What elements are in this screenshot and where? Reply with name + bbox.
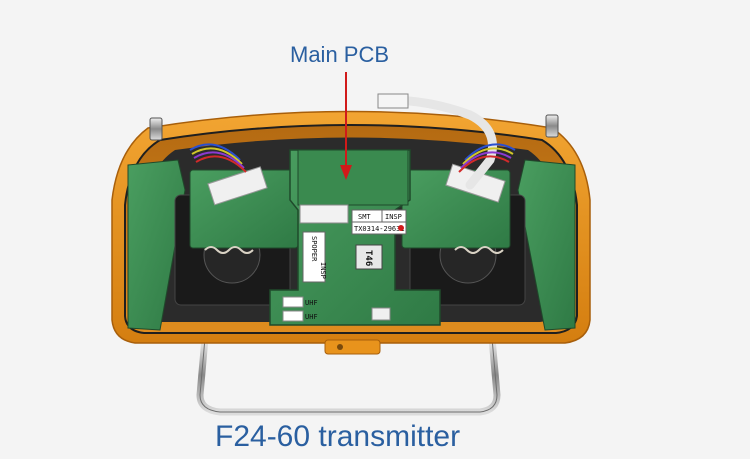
insp-text: INSP bbox=[385, 213, 402, 221]
insp-vertical-text: INSP bbox=[319, 262, 327, 279]
left-side-pcb bbox=[127, 159, 186, 331]
pointer-arrow-head bbox=[340, 165, 352, 180]
chip-code-text: T46 bbox=[363, 250, 373, 266]
brand-text: SPOPER bbox=[310, 236, 318, 262]
ribbon-plug bbox=[377, 93, 409, 109]
left-wire-bundle bbox=[189, 143, 247, 173]
upper-board bbox=[297, 149, 409, 206]
smt-text: SMT bbox=[358, 213, 371, 221]
housing-tab bbox=[324, 339, 381, 355]
rf-chip bbox=[355, 244, 383, 270]
uhf-label-2: UHF bbox=[305, 313, 318, 321]
bolt-right bbox=[545, 114, 559, 138]
left-connector bbox=[207, 166, 268, 206]
product-caption: F24-60 transmitter bbox=[215, 420, 461, 453]
right-wire-bundle bbox=[458, 143, 516, 173]
part-number-text: TX0314-29631 bbox=[354, 225, 405, 233]
bottom-connector bbox=[371, 307, 391, 321]
bolt-left bbox=[149, 117, 163, 141]
uhf-label-1: UHF bbox=[305, 299, 318, 307]
left-coil bbox=[204, 246, 254, 254]
ribbon-cable bbox=[383, 95, 497, 190]
right-coil bbox=[454, 246, 504, 254]
main-connector bbox=[299, 204, 349, 224]
right-side-pcb bbox=[517, 159, 576, 331]
main-pcb-label: Main PCB bbox=[290, 42, 390, 67]
